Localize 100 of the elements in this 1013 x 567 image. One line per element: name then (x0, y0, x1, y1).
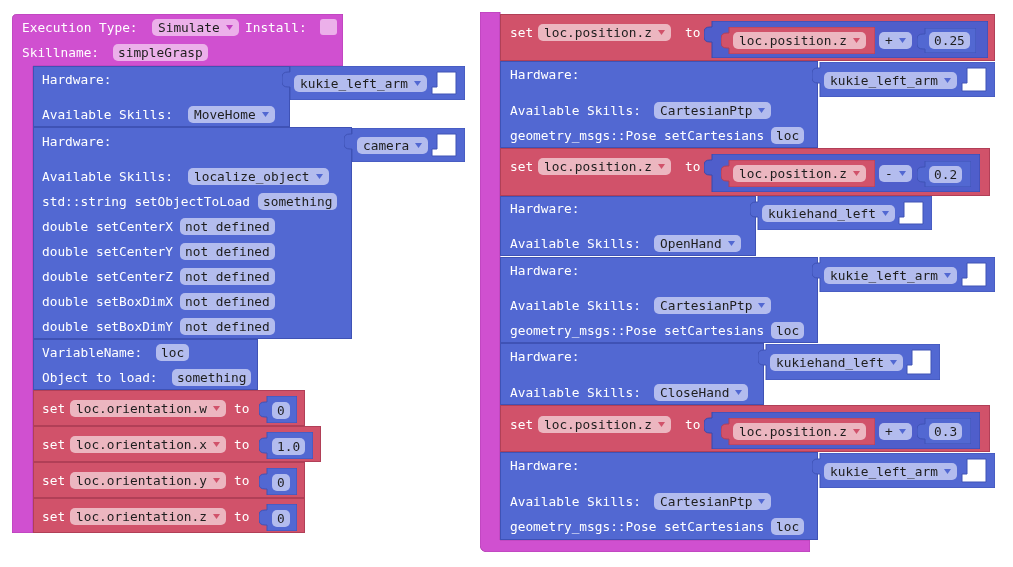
block-label: Hardware: (42, 132, 112, 150)
hardware-selector-block (812, 257, 995, 292)
block-label: set (510, 157, 534, 175)
set-variable-block (500, 148, 990, 196)
hardware-selector-block (812, 62, 995, 97)
number-block (259, 504, 297, 531)
block-label: Available Skills: (510, 383, 641, 401)
block-label: Hardware: (510, 261, 580, 279)
block-label: set (42, 507, 66, 525)
variable-block (721, 160, 875, 187)
block-label: Hardware: (510, 199, 580, 217)
hardware-selector-block (812, 453, 995, 488)
block-label: geometry_msgs::Pose setCartesians (510, 321, 765, 339)
variable-declaration-block (33, 339, 258, 390)
block-label: to (234, 471, 250, 489)
dropdown-field: loc.orientation.x (70, 435, 226, 453)
block-label: Hardware: (42, 70, 112, 88)
block-label: std::string setObjectToLoad (42, 192, 251, 210)
set-variable-block (500, 405, 990, 452)
block-label: set (510, 23, 534, 41)
block-label: set (510, 415, 534, 433)
dropdown-field: CartesianPtp (654, 296, 772, 314)
set-variable-block (33, 390, 305, 426)
block-label: to (234, 507, 250, 525)
dropdown-field: loc.position.z (538, 157, 671, 175)
hardware-skill-block (500, 452, 818, 540)
block-label: Available Skills: (510, 101, 641, 119)
block-label: set (42, 471, 66, 489)
block-label: Skillname: (22, 43, 100, 61)
hardware-skill-block (33, 66, 290, 127)
text-field: loc (771, 126, 805, 144)
hardware-selector-block (282, 66, 465, 100)
block-label: to (685, 23, 701, 41)
block-label: Hardware: (510, 65, 580, 83)
dropdown-field: CloseHand (654, 383, 749, 401)
set-variable-block (33, 498, 305, 533)
block-label: VariableName: (42, 343, 143, 361)
dropdown-field: CartesianPtp (654, 101, 772, 119)
dropdown-field: loc.position.z (538, 415, 671, 433)
dropdown-field: loc.orientation.w (70, 399, 226, 417)
hardware-skill-block (500, 257, 818, 343)
set-variable-block (500, 14, 995, 61)
variable-block (721, 27, 875, 54)
arithmetic-block (704, 412, 980, 449)
hardware-skill-block (500, 61, 818, 148)
hardware-skill-block (500, 343, 764, 405)
block-label: Available Skills: (510, 492, 641, 510)
block-label: set (42, 399, 66, 417)
block-label: Object to load: (42, 368, 158, 386)
number-block (917, 161, 971, 187)
dropdown-field: loc.orientation.y (70, 471, 226, 489)
hardware-selector-block (344, 128, 465, 162)
block-label: to (685, 415, 701, 433)
hardware-selector-block (750, 196, 932, 230)
dropdown-field: loc.position.z (538, 23, 671, 41)
text-field: loc (771, 517, 805, 535)
dropdown-field: MoveHome (188, 105, 275, 123)
block-label: to (234, 399, 250, 417)
text-field: loc (156, 343, 190, 361)
number-block (259, 468, 297, 495)
dropdown-field: localize_object (188, 167, 329, 185)
text-field: not defined (180, 242, 275, 260)
hardware-selector-block (758, 344, 940, 380)
number-block (917, 28, 976, 53)
number-block (917, 418, 971, 444)
hardware-skill-block (500, 196, 756, 256)
block-label: double setBoxDimY (42, 317, 173, 335)
variable-block (721, 418, 875, 445)
text-field: loc (771, 321, 805, 339)
block-label: to (685, 157, 701, 175)
block-label: Available Skills: (510, 296, 641, 314)
block-label: Install: (245, 18, 307, 36)
dropdown-field: loc.orientation.z (70, 507, 226, 525)
text-field: something (172, 368, 252, 386)
text-field: not defined (180, 292, 275, 310)
block-label: double setCenterZ (42, 267, 173, 285)
block-label: Hardware: (510, 456, 580, 474)
set-variable-block (33, 462, 305, 498)
number-block (259, 432, 313, 459)
block-label: double setCenterX (42, 217, 173, 235)
set-variable-block (33, 426, 321, 462)
dropdown-field: OpenHand (654, 234, 741, 252)
text-field: not defined (180, 267, 275, 285)
block-label: Available Skills: (42, 167, 173, 185)
block-label: Hardware: (510, 347, 580, 365)
hardware-skill-block (33, 127, 352, 339)
block-label: double setBoxDimX (42, 292, 173, 310)
text-field: not defined (180, 217, 275, 235)
block-label: Available Skills: (42, 105, 173, 123)
block-label: geometry_msgs::Pose setCartesians (510, 517, 765, 535)
text-field: something (258, 192, 338, 210)
text-field: not defined (180, 317, 275, 335)
block-label: geometry_msgs::Pose setCartesians (510, 126, 765, 144)
arithmetic-block (704, 154, 980, 192)
block-label: set (42, 435, 66, 453)
dropdown-field: CartesianPtp (654, 492, 772, 510)
block-label: Available Skills: (510, 234, 641, 252)
block-label: double setCenterY (42, 242, 173, 260)
arithmetic-block (704, 21, 988, 58)
block-label: to (234, 435, 250, 453)
